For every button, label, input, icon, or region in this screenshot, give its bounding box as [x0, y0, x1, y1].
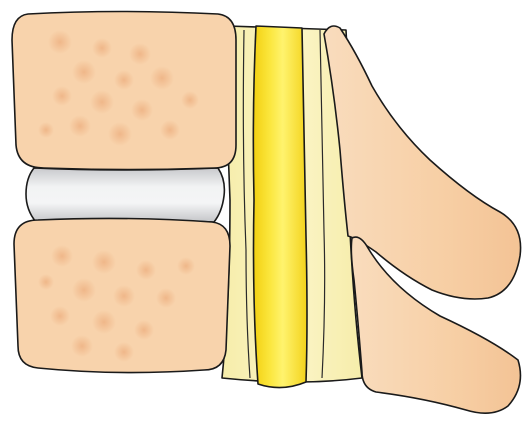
lower-vertebral-body [14, 218, 230, 372]
intervertebral-disc [26, 168, 224, 222]
upper-vertebral-body [12, 12, 236, 170]
spinal-cord [253, 26, 307, 388]
